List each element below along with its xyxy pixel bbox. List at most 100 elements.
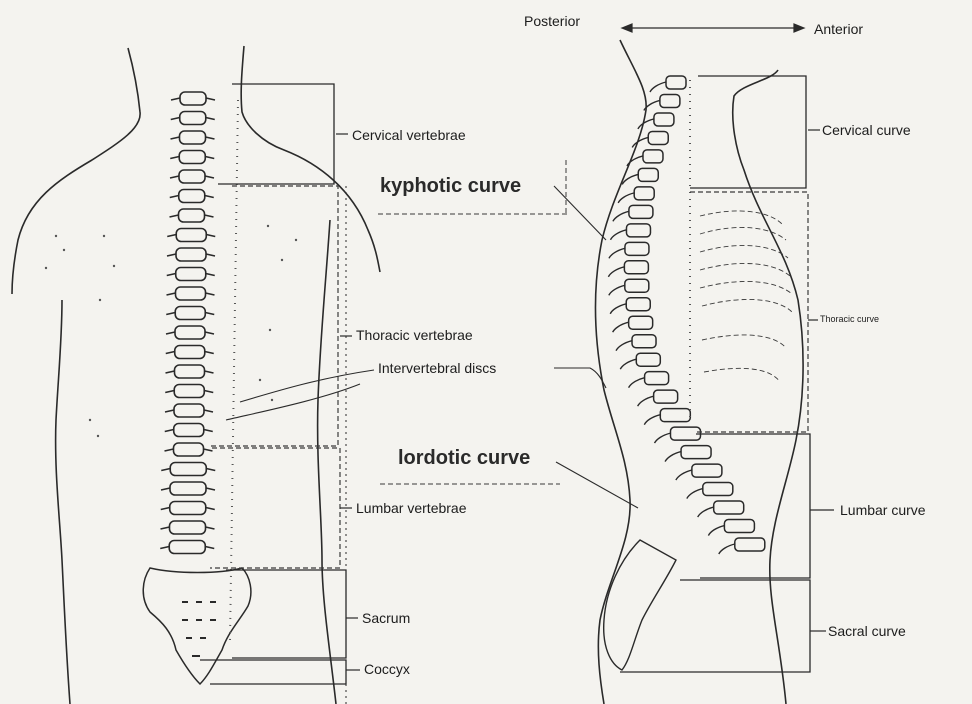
lateral-spinous-process — [632, 137, 648, 147]
lateral-vertebra — [660, 409, 690, 422]
posterior-vertebra — [179, 151, 205, 164]
posterior-region-brackets — [200, 84, 346, 704]
posterior-transverse-process — [170, 196, 214, 198]
posterior-transverse-process — [165, 449, 213, 451]
lateral-vertebra — [681, 446, 711, 459]
lateral-vertebra — [654, 390, 678, 403]
posterior-vertebra — [176, 287, 206, 300]
posterior-vertebral-column — [160, 92, 215, 554]
posterior-transverse-process — [170, 176, 214, 178]
lateral-spinous-process — [618, 193, 634, 203]
kyphotic-curve-label: kyphotic curve — [380, 176, 521, 196]
posterior-vertebra — [174, 443, 204, 456]
anterior-direction-label: Anterior — [814, 22, 863, 36]
lateral-body-outline — [595, 40, 803, 704]
lateral-vertebra — [643, 150, 663, 163]
posterior-transverse-process — [171, 98, 215, 100]
lateral-vertebra — [648, 131, 668, 144]
cervical-vertebrae-label: Cervical vertebrae — [352, 128, 466, 142]
thoracic-vertebrae-label: Thoracic vertebrae — [356, 328, 473, 342]
lateral-vertebra — [714, 501, 744, 514]
posterior-vertebra — [170, 521, 206, 534]
lateral-vertebra — [624, 261, 648, 274]
lateral-vertebra — [632, 335, 656, 348]
lateral-spinous-process — [613, 211, 629, 221]
posterior-transverse-process — [166, 313, 214, 315]
posterior-shoulder-dots — [45, 225, 297, 437]
orientation-arrow — [622, 24, 804, 32]
posterior-vertebra — [179, 190, 205, 203]
lateral-vertebra — [626, 224, 650, 237]
lateral-vertebra — [660, 94, 680, 107]
posterior-vertebra — [176, 268, 206, 281]
cervical-curve-label: Cervical curve — [822, 123, 911, 137]
lateral-spinous-process — [719, 544, 735, 554]
lateral-region-brackets — [620, 76, 810, 672]
posterior-vertebra — [175, 346, 205, 359]
lateral-spinous-process — [708, 526, 724, 536]
lateral-spinous-process — [608, 267, 624, 277]
label-leader-dashes — [336, 130, 834, 670]
posterior-transverse-process — [161, 508, 215, 510]
lateral-vertebra — [625, 242, 649, 255]
posterior-vertebra — [175, 307, 205, 320]
posterior-transverse-process — [167, 293, 215, 295]
lateral-spinous-process — [687, 489, 703, 499]
posterior-vertebra — [174, 424, 204, 437]
lateral-spinous-process — [610, 230, 626, 240]
intervertebral-discs-label: Intervertebral discs — [378, 361, 496, 375]
coccyx-label: Coccyx — [364, 662, 410, 676]
lateral-vertebra — [645, 372, 669, 385]
lateral-vertebra — [654, 113, 674, 126]
lateral-rib-arcs — [700, 211, 792, 382]
lateral-vertebra — [629, 316, 653, 329]
lateral-vertebra — [638, 168, 658, 181]
posterior-transverse-process — [165, 410, 213, 412]
posterior-transverse-process — [171, 137, 215, 139]
posterior-vertebra — [175, 365, 205, 378]
lateral-spinous-process — [620, 359, 636, 369]
lateral-spinous-process — [638, 119, 654, 129]
posterior-transverse-process — [165, 391, 213, 393]
posterior-vertebra — [174, 404, 204, 417]
posterior-vertebra — [175, 326, 205, 339]
lateral-vertebra — [636, 353, 660, 366]
lumbar-curve-label: Lumbar curve — [840, 503, 926, 517]
lateral-spinous-process — [609, 285, 625, 295]
posterior-transverse-process — [161, 527, 215, 529]
lateral-vertebra — [670, 427, 700, 440]
lateral-vertebra — [625, 279, 649, 292]
sacral-curve-label: Sacral curve — [828, 624, 906, 638]
posterior-vertebra — [179, 170, 205, 183]
posterior-transverse-process — [167, 235, 215, 237]
lateral-spinous-process — [650, 82, 666, 92]
lateral-spinous-process — [676, 470, 692, 480]
lateral-spinous-process — [638, 396, 654, 406]
lateral-spinous-process — [654, 433, 670, 443]
lateral-spinous-process — [609, 248, 625, 258]
posterior-vertebra — [170, 502, 206, 515]
lateral-vertebra — [666, 76, 686, 89]
posterior-transverse-process — [161, 488, 215, 490]
posterior-vertebra — [180, 131, 206, 144]
lordotic-curve-label: lordotic curve — [398, 448, 530, 468]
lateral-spinous-process — [629, 378, 645, 388]
posterior-transverse-process — [171, 118, 215, 120]
posterior-transverse-process — [166, 332, 214, 334]
posterior-vertebra — [174, 385, 204, 398]
posterior-vertebra — [179, 209, 205, 222]
lateral-spinous-process — [610, 304, 626, 314]
posterior-transverse-process — [167, 254, 215, 256]
posterior-transverse-process — [170, 157, 214, 159]
lateral-spinous-process — [665, 452, 681, 462]
lateral-spinous-process — [644, 415, 660, 425]
posterior-vertebra — [180, 112, 206, 125]
lateral-vertebra — [629, 205, 653, 218]
lateral-spinous-process — [698, 507, 714, 517]
lateral-vertebra — [735, 538, 765, 551]
lateral-vertebra — [626, 298, 650, 311]
posterior-transverse-process — [160, 547, 214, 549]
lateral-spinous-process — [613, 322, 629, 332]
